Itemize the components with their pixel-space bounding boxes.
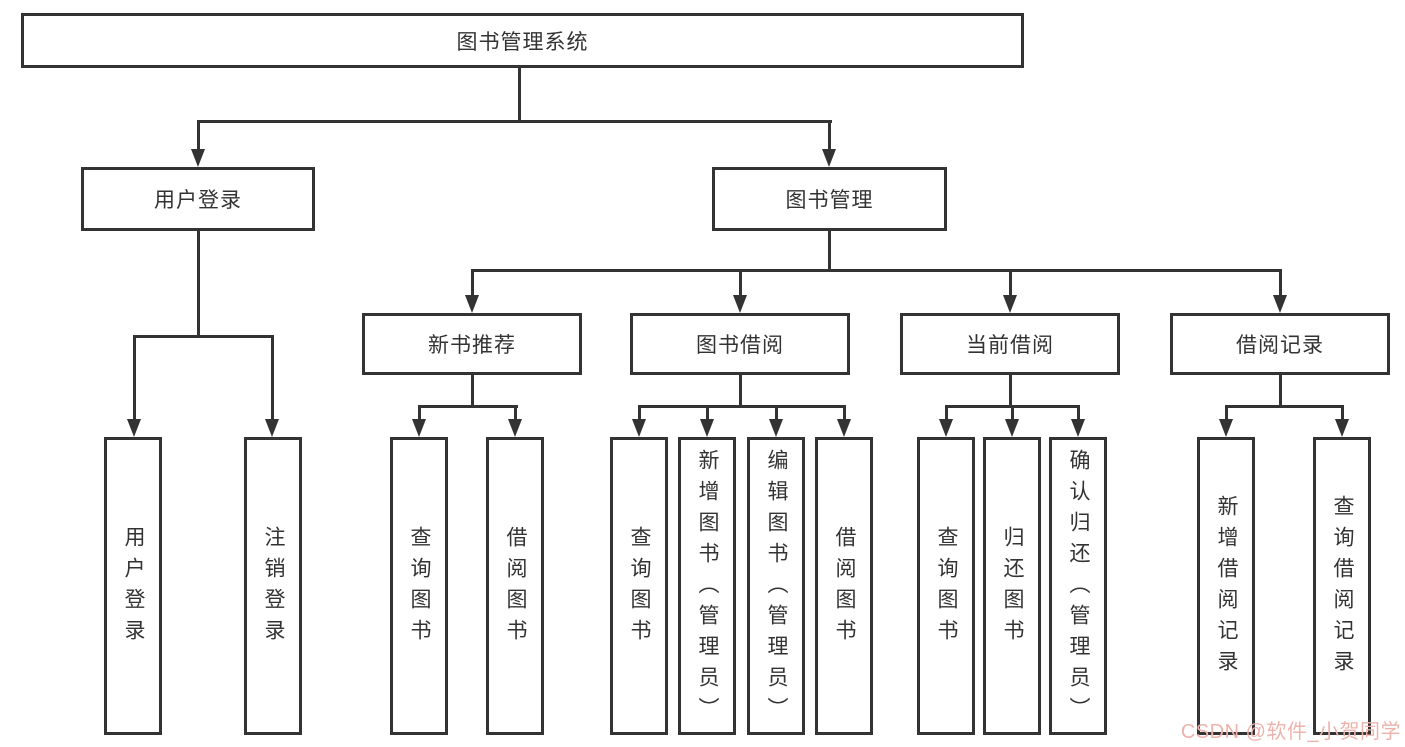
connector-login-branch [133,335,274,338]
connector-leaf-drop [843,405,846,419]
connector-level2-trunk [197,120,832,123]
connector-root-stem [518,68,521,120]
leaf-query-books: 查询图书 [610,437,668,735]
arrowhead-down [1003,295,1017,313]
node-current-borrowing: 当前借阅 [900,313,1120,375]
connector-module-drop [739,269,742,295]
arrowhead-down [191,149,205,167]
csdn-watermark: CSDN @软件_小贺同学 [1180,721,1401,743]
connector-leaf-drop [418,405,421,419]
connector-level3-trunk [471,269,1282,272]
connector-module-drop [1009,269,1012,295]
node-user-login: 用户登录 [81,167,315,231]
arrowhead-down [1335,419,1349,437]
node-library-system: 图书管理系统 [21,13,1024,68]
arrowhead-down [837,419,851,437]
leaf-add-book-admin: 新增图书（管理员） [678,437,736,735]
leaf-query-books: 查询图书 [390,437,448,735]
arrowhead-down [1071,419,1085,437]
leaf-add-borrow-record: 新增借阅记录 [1197,437,1255,735]
connector-leaf-drop [1077,405,1080,419]
node-new-book-recommendation: 新书推荐 [362,313,582,375]
leaf-query-borrow-record: 查询借阅记录 [1313,437,1371,735]
arrowhead-down [465,295,479,313]
arrowhead-down [508,419,522,437]
connector-module-stem [739,375,742,405]
node-book-borrowing: 图书借阅 [630,313,850,375]
connector-module-stem [471,375,474,405]
arrowhead-down [1005,419,1019,437]
arrowhead-down [1273,295,1287,313]
connector-module-stem [1009,375,1012,405]
leaf-borrow-books: 借阅图书 [486,437,544,735]
arrowhead-down [700,419,714,437]
arrowhead-down [939,419,953,437]
arrowhead-down [769,419,783,437]
leaf-edit-book-admin: 编辑图书（管理员） [747,437,805,735]
arrowhead-down [733,295,747,313]
connector-module-stem [1279,375,1282,405]
connector-leaf-drop [133,335,136,419]
connector-leaf-drop [1011,405,1014,419]
connector-module-drop [1279,269,1282,295]
connector-leaf-drop [775,405,778,419]
arrowhead-down [1219,419,1233,437]
arrowhead-down [412,419,426,437]
connector-login-stem [197,231,200,335]
connector-leaf-drop [1225,405,1228,419]
arrowhead-down [632,419,646,437]
connector-leaf-drop [638,405,641,419]
connector-leaf-drop [945,405,948,419]
leaf-borrow-books: 借阅图书 [815,437,873,735]
leaf-return-books: 归还图书 [983,437,1041,735]
leaf-query-books: 查询图书 [917,437,975,735]
leaf-user-login: 用户登录 [104,437,162,735]
connector-mgmt-drop [828,120,831,149]
arrowhead-down [822,149,836,167]
leaf-logout: 注销登录 [244,437,302,735]
arrowhead-down [127,419,141,437]
leaf-confirm-return-admin: 确认归还（管理员） [1049,437,1107,735]
connector-module-branch [638,405,846,408]
connector-leaf-drop [271,335,274,419]
connector-login-drop [197,120,200,149]
arrowhead-down [265,419,279,437]
connector-leaf-drop [1341,405,1344,419]
connector-module-branch [418,405,518,408]
node-borrowing-records: 借阅记录 [1170,313,1390,375]
node-book-management: 图书管理 [712,167,947,231]
connector-leaf-drop [514,405,517,419]
connector-mgmt-stem [828,231,831,269]
connector-module-branch [1225,405,1344,408]
connector-leaf-drop [706,405,709,419]
connector-module-drop [471,269,474,295]
